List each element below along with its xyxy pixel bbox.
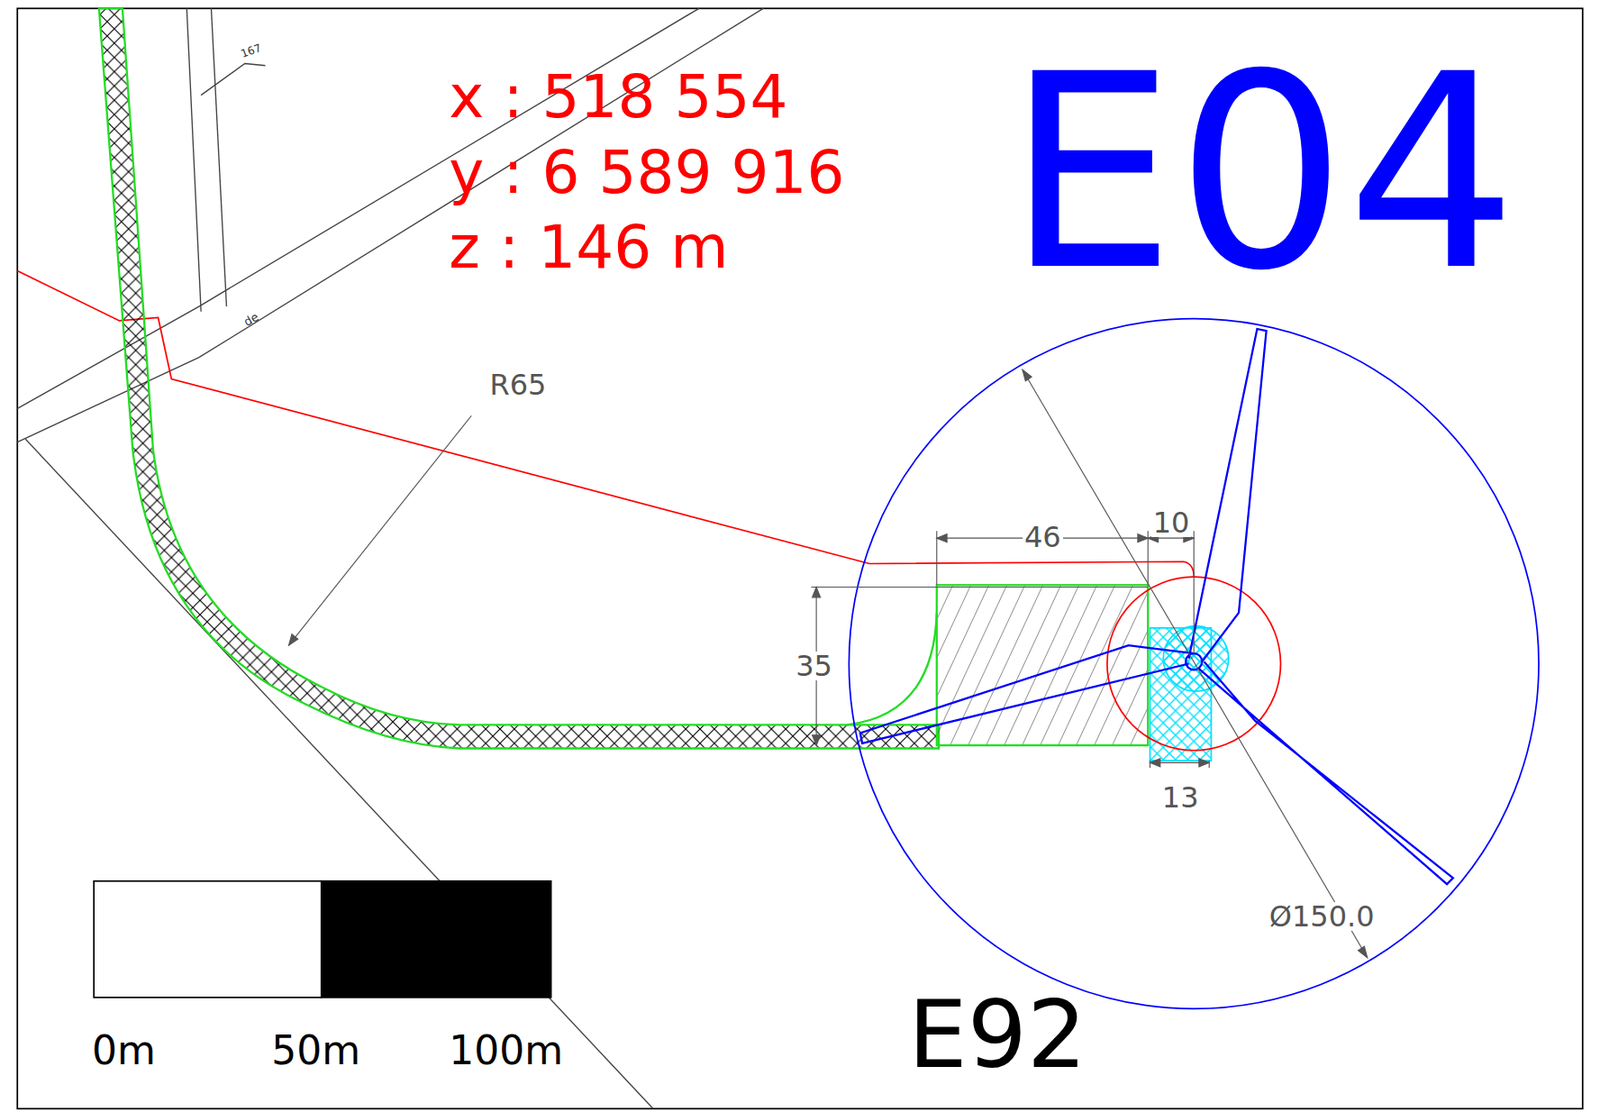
coordinate-y: y : 6 589 916 xyxy=(448,143,845,203)
scale-label: 100m xyxy=(448,1030,564,1071)
road-name: de xyxy=(242,310,262,328)
dimension-lines xyxy=(289,369,1368,957)
crane-platform xyxy=(936,584,1148,746)
parcel-number: 167 xyxy=(238,42,263,60)
scale-label: 50m xyxy=(271,1030,361,1071)
elevation: z : 146 m xyxy=(448,218,728,278)
scale-bar-white xyxy=(93,881,322,998)
parcel-boundary xyxy=(17,270,1194,577)
dimension-label: 13 xyxy=(1160,782,1201,812)
rotor-circle xyxy=(848,318,1539,1010)
access-road xyxy=(99,8,939,748)
dimension-label: 46 xyxy=(1022,522,1064,552)
frame xyxy=(17,8,1582,1109)
scale-label: 0m xyxy=(91,1030,156,1071)
coordinate-x: x : 518 554 xyxy=(448,67,788,128)
scale-bar-black xyxy=(321,881,552,998)
dimension-label: 10 xyxy=(1151,508,1192,537)
foundation-ring xyxy=(1163,626,1228,691)
turbine-blades xyxy=(860,328,1454,884)
dimension-label: 35 xyxy=(793,651,835,681)
diameter-label: Ø150.0 xyxy=(1267,901,1377,931)
turbine-model: E92 xyxy=(908,987,1087,1082)
road-widening xyxy=(846,612,937,726)
turbine-id: E04 xyxy=(1006,38,1518,308)
radius-label: R65 xyxy=(487,370,548,400)
